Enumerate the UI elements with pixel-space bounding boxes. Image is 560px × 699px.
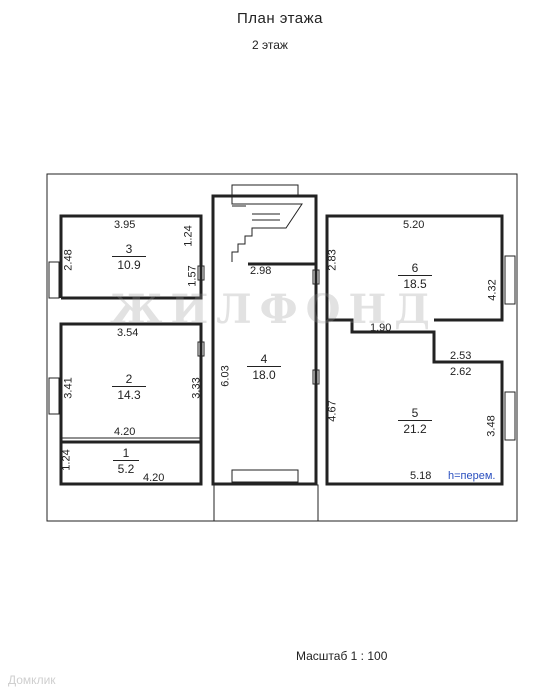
window [48,261,60,299]
room-number: 4 [260,352,268,366]
room-5-walls [325,318,504,486]
dim-r1-left: 1.24 [60,449,73,471]
room-area: 18.5 [398,275,432,291]
room-area: 5.2 [113,460,139,476]
window [48,377,60,415]
door [312,369,320,385]
door [197,341,205,357]
room-label-3: 3 10.9 [112,242,146,272]
room-label-6: 6 18.5 [398,261,432,291]
room-label-1: 1 5.2 [113,446,139,476]
entrance-block [213,484,319,522]
domclick-logo: Домклик [8,673,56,687]
dim-r5-right: 3.48 [485,415,498,437]
dim-r3-right2: 1.57 [186,265,199,287]
dim-r2-right: 3.33 [190,377,203,399]
ceiling-height-note: h=перем. [448,470,496,482]
plan-title: План этажа [236,10,324,27]
floor-subtitle: 2 этаж [252,38,288,52]
room-number: 1 [122,446,130,460]
dim-r6-inner: 1.90 [370,322,392,334]
watermark: ЖИЛФОНД [110,286,438,333]
room-label-2: 2 14.3 [112,372,146,402]
room-label-5: 5 21.2 [398,406,432,436]
dim-r5-a: 2.53 [450,350,472,362]
dim-r2-left: 3.41 [62,377,75,399]
window [504,391,516,441]
room-area: 21.2 [398,420,432,436]
room-2-walls [59,322,203,442]
dim-r3-right: 1.24 [182,225,195,247]
dim-r2-bottom: 4.20 [114,426,136,438]
window [231,469,299,483]
dim-r1-bottom: 4.20 [143,472,165,484]
dim-r3-width: 3.95 [114,219,136,231]
dim-r6-right: 4.32 [486,279,499,301]
dim-r2-width: 3.54 [117,327,139,339]
room-number: 2 [125,372,133,386]
door [312,269,320,285]
dim-r5-bottom: 5.18 [410,470,432,482]
room-4-walls [211,194,318,486]
room-number: 3 [125,242,133,256]
dim-r4-right: 2.83 [326,249,339,271]
room-label-4: 4 18.0 [247,352,281,382]
dim-r4-left: 6.03 [219,365,232,387]
room-area: 10.9 [112,256,146,272]
staircase [231,196,303,262]
dim-r5-b: 2.62 [450,366,472,378]
dim-r6-width: 5.20 [403,219,425,231]
dim-r4-right2: 4.67 [326,400,339,422]
room-number: 5 [411,406,419,420]
room-area: 14.3 [112,386,146,402]
room-area: 18.0 [247,366,281,382]
dim-r4-top: 2.98 [250,265,272,277]
dim-r3-left: 2.48 [62,249,75,271]
room-3-walls [59,214,203,300]
door [197,265,205,281]
window [504,255,516,305]
room-6-walls [325,214,504,322]
scale-label: Масштаб 1 : 100 [296,649,388,663]
room-number: 6 [411,261,419,275]
